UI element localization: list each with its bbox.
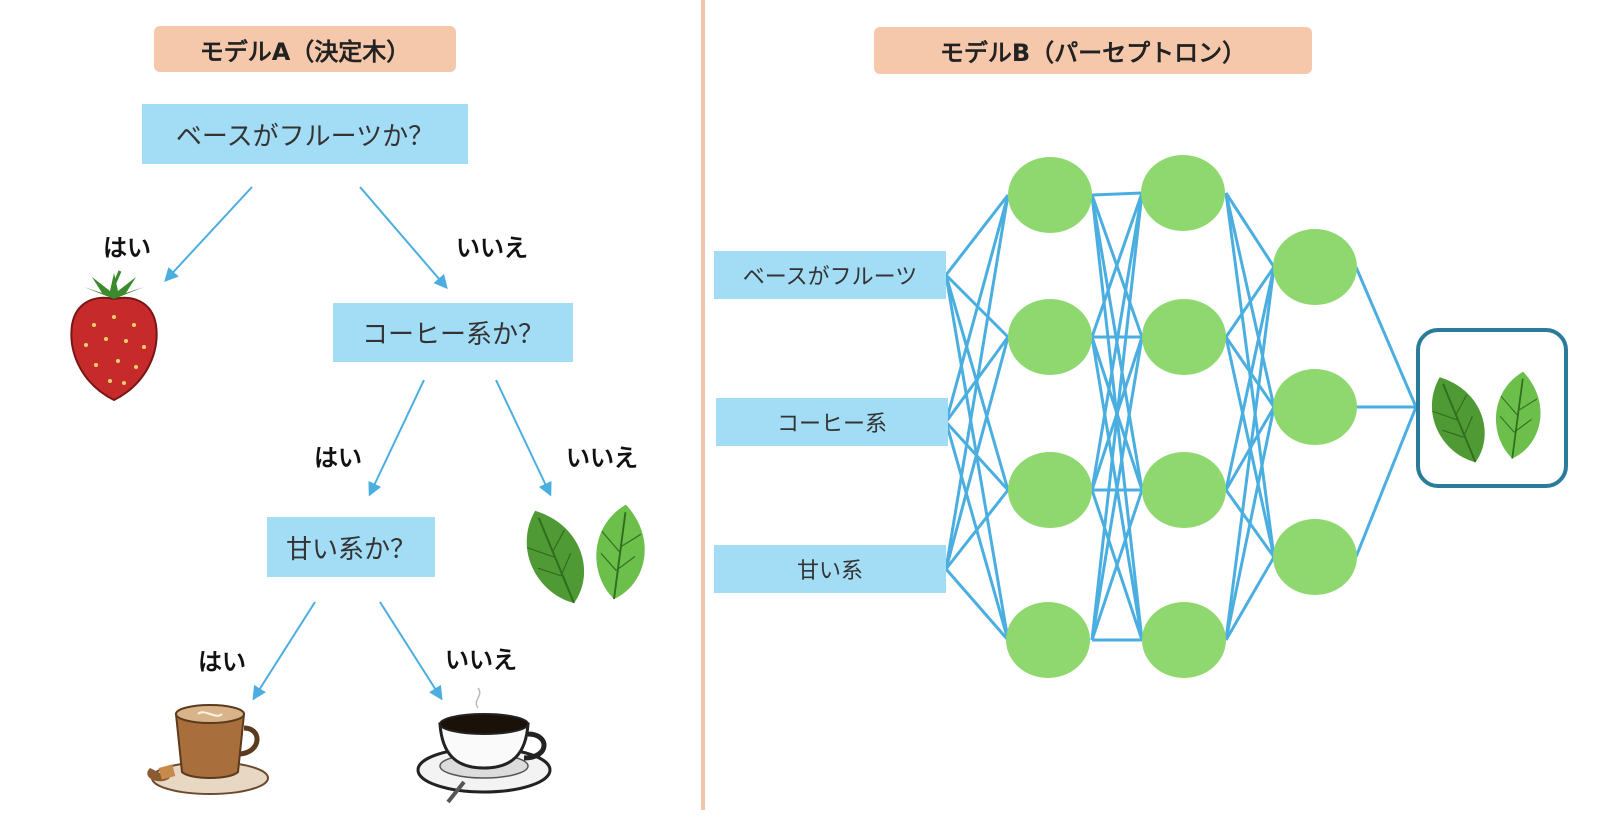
arrow-q1-yes xyxy=(164,186,253,283)
question-sweet: 甘い系か？ xyxy=(267,517,435,577)
label-q1-no: いいえ xyxy=(456,234,528,262)
input-fruit-base: ベースがフルーツ xyxy=(714,251,946,299)
arrow-q3-yes xyxy=(252,601,316,701)
perceptron-connections xyxy=(944,191,1418,642)
node-l2-2 xyxy=(1142,299,1226,375)
label-q2-no: いいえ xyxy=(566,444,638,472)
arrow-q1-no xyxy=(359,186,448,290)
arrow-q2-no xyxy=(495,379,552,497)
model-b-title: モデルB（パーセプトロン） xyxy=(874,27,1312,74)
model-a-title: モデルA（決定木） xyxy=(154,26,456,72)
node-l1-2 xyxy=(1008,299,1092,375)
label-q2-yes: はい xyxy=(314,444,362,472)
node-l3-2 xyxy=(1273,369,1357,445)
black-coffee-icon xyxy=(416,687,552,804)
label-q1-yes: はい xyxy=(103,234,151,262)
node-l1-3 xyxy=(1008,452,1092,528)
label-q3-no: いいえ xyxy=(445,646,517,674)
node-l1-1 xyxy=(1008,157,1092,233)
node-l3-1 xyxy=(1273,229,1357,305)
tree-arrows xyxy=(164,186,552,701)
latte-icon xyxy=(147,704,269,795)
arrow-q2-yes xyxy=(368,379,425,497)
question-coffee: コーヒー系か？ xyxy=(333,303,573,362)
node-l3-3 xyxy=(1273,519,1357,595)
node-l1-4 xyxy=(1006,602,1090,678)
node-l2-4 xyxy=(1142,602,1226,678)
input-sweet: 甘い系 xyxy=(714,545,946,593)
mint-leaf-icon xyxy=(514,501,652,612)
perceptron-nodes xyxy=(1006,155,1357,678)
input-coffee: コーヒー系 xyxy=(716,398,948,446)
panel-divider xyxy=(701,0,705,810)
arrow-q3-no xyxy=(379,601,443,701)
node-l2-1 xyxy=(1141,155,1225,231)
output-node xyxy=(1416,328,1568,488)
node-l2-3 xyxy=(1142,452,1226,528)
question-fruit-base: ベースがフルーツか？ xyxy=(142,104,468,164)
label-q3-yes: はい xyxy=(198,648,246,676)
strawberry-icon xyxy=(70,270,158,402)
